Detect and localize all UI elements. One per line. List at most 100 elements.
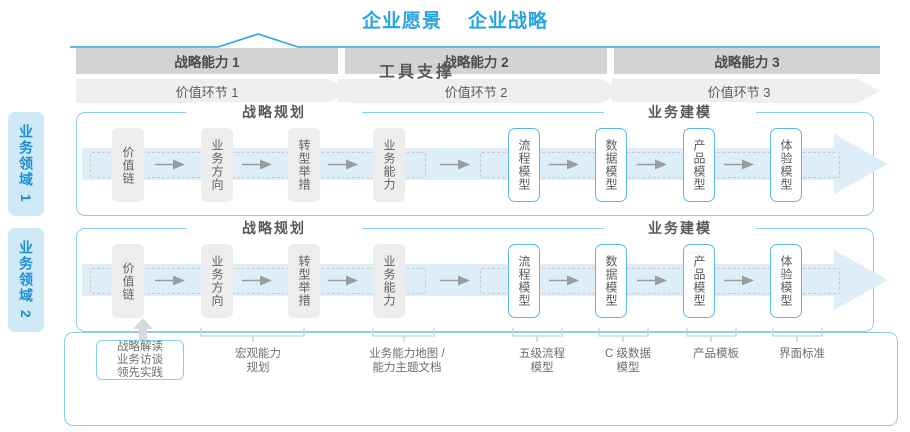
capability-cell-1[interactable]: 战略能力 1 (76, 48, 338, 74)
sidebar-item-domain-1[interactable]: 业务领域 1 (8, 112, 44, 216)
bottom-label-ui-standard-line-1: 界面标准 (779, 348, 825, 360)
node-1-value-chain[interactable]: 价值链 (112, 128, 144, 202)
mini-arrow-2-2-icon (242, 275, 272, 286)
node-1-business-capability[interactable]: 业务能力 (373, 128, 405, 202)
node-1-business-capability-label: 业务能力 (382, 139, 396, 191)
value-chain-cell-2-label: 价值环节 2 (444, 84, 508, 100)
node-2-data-model-label: 数据模型 (604, 255, 618, 307)
node-1-value-chain-label: 价值链 (121, 145, 135, 185)
mini-arrow-1-1-icon (155, 159, 185, 170)
bottom-label-capability-map: 业务能力地图 / 能力主题文档 (352, 347, 462, 375)
node-2-process-model[interactable]: 流程模型 (508, 244, 540, 318)
value-chain-chevrons (76, 79, 880, 103)
tool-support-frame (64, 332, 898, 426)
bottom-label-macro-capability-line-2: 规划 (246, 362, 270, 374)
node-2-transformation-measures-label: 转型举措 (297, 255, 311, 307)
mini-arrow-1-2-icon (242, 159, 272, 170)
node-1-experience-model[interactable]: 体验模型 (770, 128, 802, 202)
bottom-label-process-model-line-1: 五级流程 (519, 348, 565, 360)
node-1-transformation-measures-label: 转型举措 (297, 139, 311, 191)
title-vision: 企业愿景 (361, 10, 442, 32)
value-chain-cell-2[interactable]: 价值环节 2 (345, 79, 607, 103)
capability-cell-2-label: 战略能力 2 (443, 55, 509, 70)
bracket-macro-capability-icon (200, 328, 305, 342)
node-1-data-model-label: 数据模型 (604, 139, 618, 191)
strategy-line-3: 领先实践 (117, 366, 163, 379)
section-title-2-planning: 战略规划 (196, 218, 352, 237)
node-2-business-direction-label: 业务方向 (210, 255, 224, 307)
capability-cell-2[interactable]: 战略能力 2 (345, 48, 607, 74)
page-title: 企业愿景 企业战略 (0, 4, 910, 34)
node-2-business-direction[interactable]: 业务方向 (201, 244, 233, 318)
value-chain-cell-3[interactable]: 价值环节 3 (614, 79, 864, 103)
bottom-label-product-template-line-1: 产品模板 (693, 348, 739, 360)
bottom-label-data-model: C 级数据 模型 (583, 347, 673, 375)
caret-divider-line (70, 33, 880, 48)
value-chain-bar: 价值环节 1 价值环节 2 价值环节 3 (76, 79, 880, 103)
node-2-value-chain[interactable]: 价值链 (112, 244, 144, 318)
up-arrow-icon (133, 318, 153, 342)
mini-arrow-1-6-icon (637, 159, 667, 170)
strategy-interpretation-box[interactable]: 战略解读 业务访谈 领先实践 (96, 340, 184, 380)
capability-cell-3-label: 战略能力 3 (714, 55, 780, 70)
mini-arrow-2-5-icon (549, 275, 579, 286)
title-strategy: 企业战略 (468, 10, 549, 32)
bottom-label-capability-map-line-2: 能力主题文档 (372, 362, 442, 374)
node-2-value-chain-label: 价值链 (121, 261, 135, 301)
capability-gap-2 (607, 48, 614, 74)
bottom-label-macro-capability: 宏观能力 规划 (213, 347, 303, 375)
node-1-business-direction[interactable]: 业务方向 (201, 128, 233, 202)
node-2-product-model-label: 产品模型 (692, 255, 706, 307)
node-2-process-model-label: 流程模型 (517, 255, 531, 307)
node-2-experience-model[interactable]: 体验模型 (770, 244, 802, 318)
value-chain-cell-3-label: 价值环节 3 (707, 84, 771, 100)
strategy-line-1: 战略解读 (117, 340, 163, 353)
node-1-transformation-measures[interactable]: 转型举措 (288, 128, 320, 202)
mini-arrow-2-4-icon (440, 275, 470, 286)
node-2-product-model[interactable]: 产品模型 (683, 244, 715, 318)
node-2-business-capability-label: 业务能力 (382, 255, 396, 307)
node-1-experience-model-label: 体验模型 (779, 139, 793, 191)
node-1-process-model[interactable]: 流程模型 (508, 128, 540, 202)
bottom-label-process-model: 五级流程 模型 (497, 347, 587, 375)
dashed-seg-1b (480, 152, 840, 178)
bracket-product-template-icon (686, 328, 737, 342)
sidebar-item-domain-2-label: 业务领域 2 (18, 240, 34, 320)
bracket-data-model-icon (598, 328, 649, 342)
section-title-1-modeling: 业务建模 (612, 102, 748, 121)
bottom-label-process-model-line-2: 模型 (530, 362, 554, 374)
node-2-business-capability[interactable]: 业务能力 (373, 244, 405, 318)
node-1-product-model[interactable]: 产品模型 (683, 128, 715, 202)
sidebar-item-domain-1-label: 业务领域 1 (18, 124, 34, 204)
mini-arrow-2-1-icon (155, 275, 185, 286)
node-2-transformation-measures[interactable]: 转型举措 (288, 244, 320, 318)
capability-cell-1-label: 战略能力 1 (174, 55, 240, 70)
dashed-seg-2b (480, 268, 840, 294)
node-2-data-model[interactable]: 数据模型 (595, 244, 627, 318)
capability-cell-3[interactable]: 战略能力 3 (614, 48, 880, 74)
mini-arrow-2-6-icon (637, 275, 667, 286)
section-title-2-modeling: 业务建模 (612, 218, 748, 237)
node-1-data-model[interactable]: 数据模型 (595, 128, 627, 202)
bracket-process-model-icon (512, 328, 563, 342)
mini-arrow-1-3-icon (328, 159, 358, 170)
node-2-experience-model-label: 体验模型 (779, 255, 793, 307)
domain-row-1: 战略规划 业务建模 价值链 业务方向 转型举措 业务能力 流程模型 数据模型 产… (76, 102, 890, 216)
bottom-label-product-template: 产品模板 (671, 347, 761, 361)
bottom-label-data-model-line-1: C 级数据 (605, 348, 651, 360)
node-1-business-direction-label: 业务方向 (210, 139, 224, 191)
bracket-ui-standard-icon (772, 328, 823, 342)
sidebar-item-domain-2[interactable]: 业务领域 2 (8, 228, 44, 332)
tool-support-label: 工具支撑 (378, 64, 455, 81)
bottom-label-data-model-line-2: 模型 (616, 362, 640, 374)
domain-row-2: 战略规划 业务建模 价值链 业务方向 转型举措 业务能力 流程模型 数据模型 产… (76, 218, 890, 332)
strategy-line-2: 业务访谈 (117, 353, 163, 366)
bracket-capability-map-icon (372, 328, 435, 342)
value-chain-cell-1[interactable]: 价值环节 1 (76, 79, 338, 103)
mini-arrow-1-5-icon (549, 159, 579, 170)
mini-arrow-1-4-icon (440, 159, 470, 170)
bottom-label-macro-capability-line-1: 宏观能力 (235, 348, 281, 360)
capability-gap-1 (338, 48, 345, 74)
strategy-interpretation-lines: 战略解读 业务访谈 领先实践 (117, 341, 163, 380)
value-chain-cell-1-label: 价值环节 1 (175, 84, 239, 100)
